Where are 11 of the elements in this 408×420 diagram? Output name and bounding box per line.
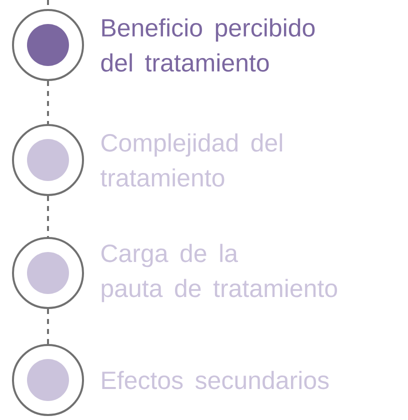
step-label: Complejidad del tratamiento [100,133,282,187]
step-label: Efectos secundarios [102,370,329,390]
step-circle [12,124,84,196]
step-circle [12,344,84,416]
step-circle [12,9,84,81]
step-circle [12,237,84,309]
connector-line [47,81,49,124]
step-label: Carga de la pauta de tratamiento [101,244,338,302]
connector-line [47,309,49,344]
connector-line [47,196,49,237]
step-label: Beneficio percibido del tratamiento [101,18,315,72]
